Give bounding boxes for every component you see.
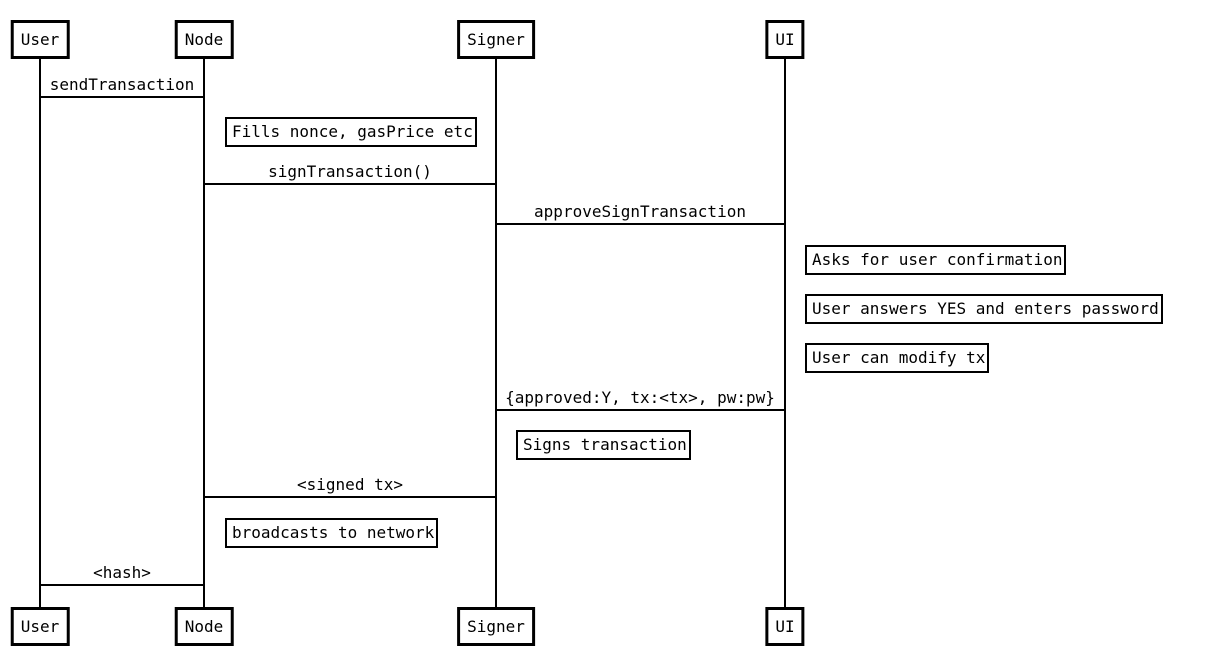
actor-bottom-signer: Signer xyxy=(457,607,535,646)
message-line-approved-payload xyxy=(496,409,785,411)
note-user-answers-yes: User answers YES and enters password xyxy=(805,294,1163,324)
lifeline-user xyxy=(39,59,41,607)
message-label-signed-tx: <signed tx> xyxy=(295,475,405,494)
actor-bottom-node: Node xyxy=(174,607,234,646)
message-line-approve-sign-transaction xyxy=(496,223,785,225)
message-line-signed-tx xyxy=(204,496,496,498)
actor-bottom-ui: UI xyxy=(765,607,805,646)
message-label-approve-sign-transaction: approveSignTransaction xyxy=(532,202,748,221)
actor-top-ui: UI xyxy=(765,20,805,59)
note-fills-nonce: Fills nonce, gasPrice etc xyxy=(225,117,477,147)
message-line-hash xyxy=(40,584,204,586)
lifeline-signer xyxy=(495,59,497,607)
actor-top-node: Node xyxy=(174,20,234,59)
message-line-sign-transaction xyxy=(204,183,496,185)
message-label-send-transaction: sendTransaction xyxy=(47,75,197,94)
message-label-sign-transaction: signTransaction() xyxy=(266,162,434,181)
note-asks-confirmation: Asks for user confirmation xyxy=(805,245,1067,275)
message-line-send-transaction xyxy=(40,96,204,98)
message-label-approved-payload: {approved:Y, tx:<tx>, pw:pw} xyxy=(503,388,777,407)
note-user-can-modify-tx: User can modify tx xyxy=(805,343,990,373)
actor-top-user: User xyxy=(10,20,70,59)
note-signs-transaction: Signs transaction xyxy=(516,430,691,460)
actor-bottom-user: User xyxy=(10,607,70,646)
lifeline-ui xyxy=(784,59,786,607)
note-broadcasts-to-network: broadcasts to network xyxy=(225,518,439,548)
message-label-hash: <hash> xyxy=(91,563,153,582)
lifeline-node xyxy=(203,59,205,607)
actor-top-signer: Signer xyxy=(457,20,535,59)
